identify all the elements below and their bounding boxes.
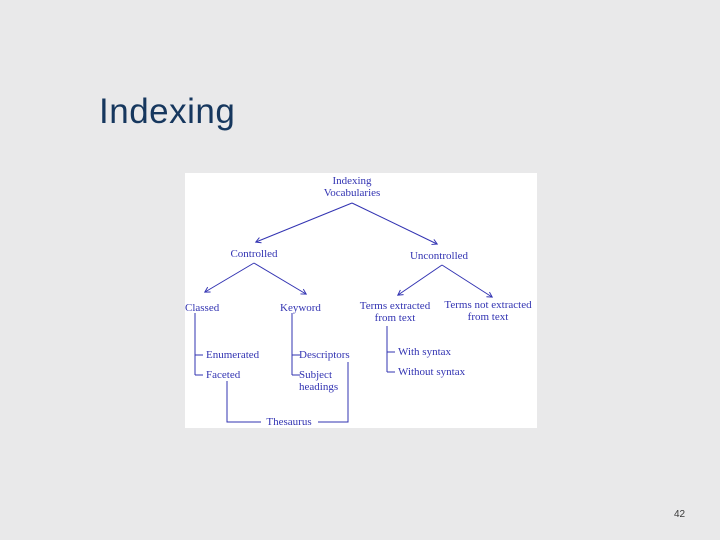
tree-connector-lines <box>194 202 494 423</box>
slide-title: Indexing <box>99 92 236 131</box>
node-descriptors: Descriptors <box>299 349 350 361</box>
node-without-syntax: Without syntax <box>398 366 466 378</box>
node-classed: Classed <box>185 302 220 314</box>
node-subject-headings: Subject headings <box>299 369 339 393</box>
page-number: 42 <box>674 509 686 520</box>
node-keyword: Keyword <box>280 302 321 314</box>
node-uncontrolled: Uncontrolled <box>409 250 469 262</box>
node-faceted: Faceted <box>206 369 241 381</box>
node-terms-not-extracted: Terms not extracted from text <box>444 299 532 323</box>
node-enumerated: Enumerated <box>206 349 260 361</box>
node-controlled: Controlled <box>230 248 278 260</box>
node-terms-extracted: Terms extracted from text <box>359 300 431 324</box>
node-with-syntax: With syntax <box>398 346 452 358</box>
node-thesaurus: Thesaurus <box>266 416 312 428</box>
node-indexing-vocabularies: Indexing Vocabularies <box>323 175 381 199</box>
diagram-panel: Indexing Vocabularies Controlled Uncontr… <box>185 173 537 428</box>
